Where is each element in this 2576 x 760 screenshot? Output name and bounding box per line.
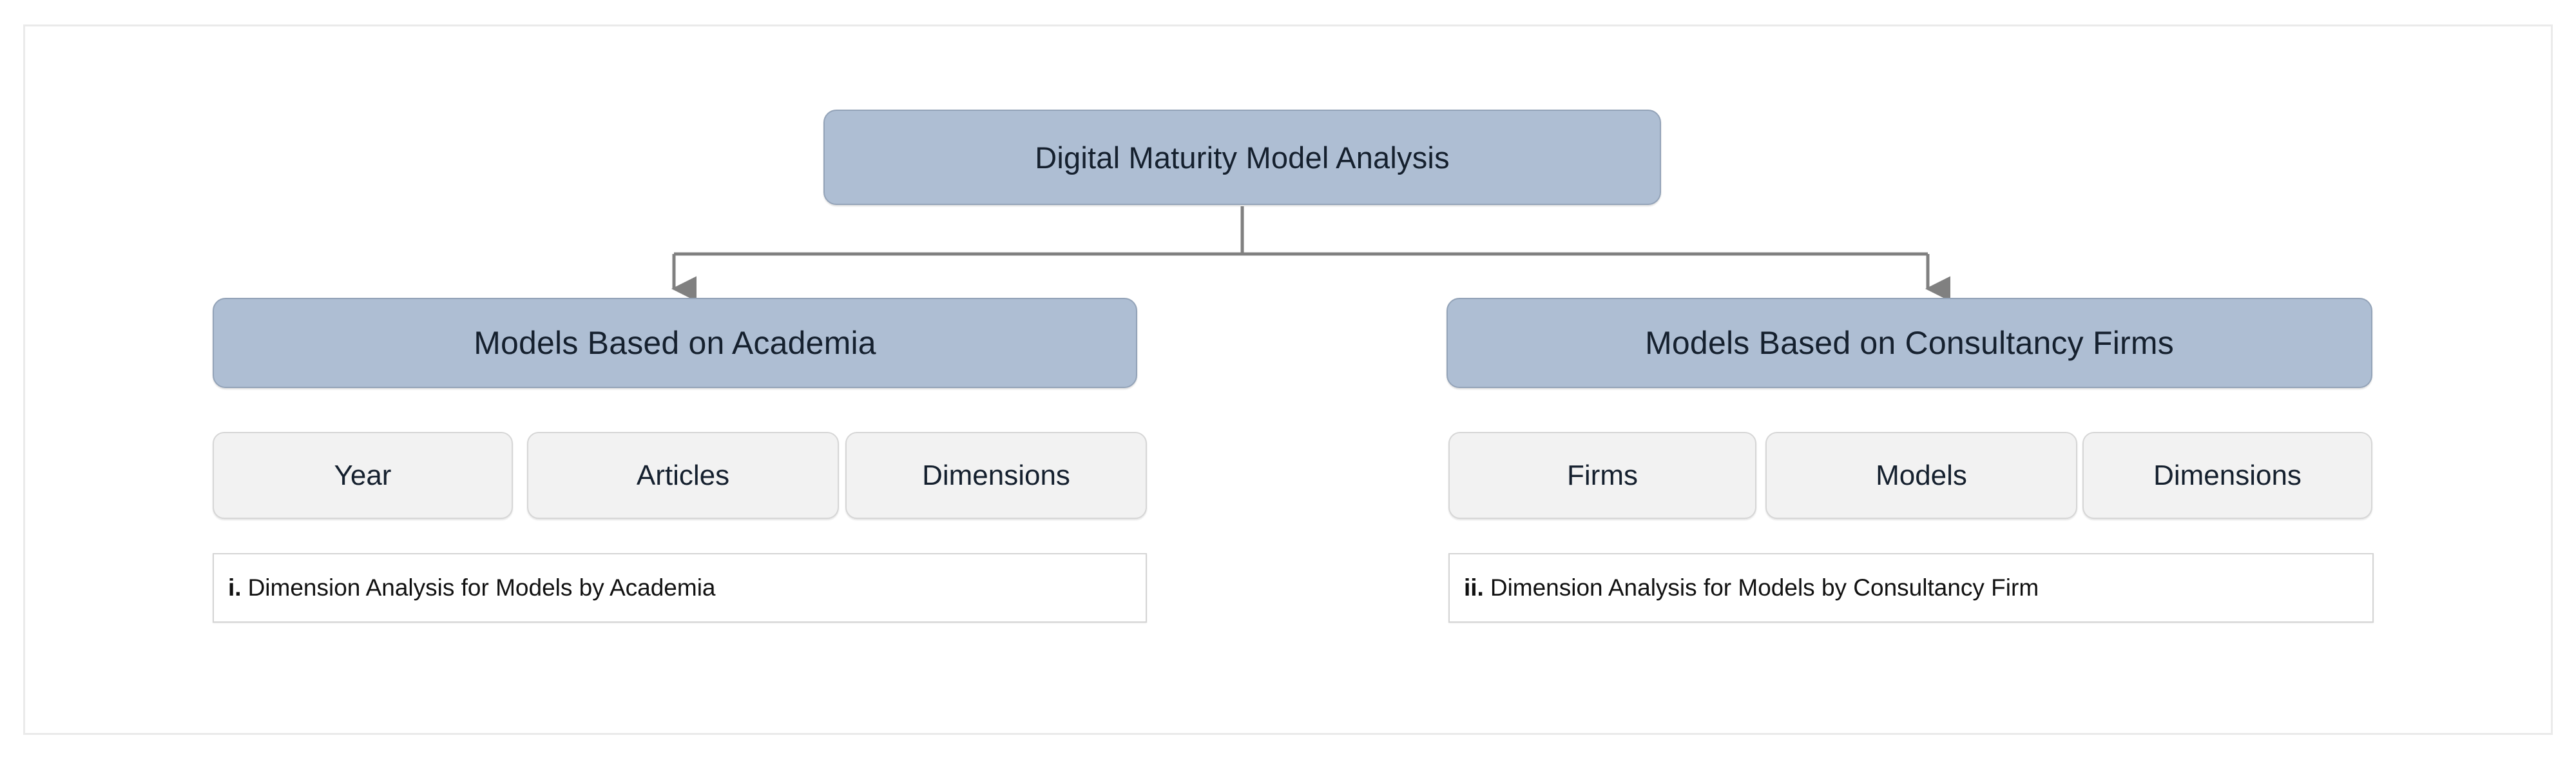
caption-consultancy: ii. Dimension Analysis for Models by Con… (1448, 553, 2374, 623)
caption-consultancy-index: ii. (1464, 574, 1484, 601)
caption-academia-text: Dimension Analysis for Models by Academi… (247, 574, 716, 601)
attribute-box-academia-year[interactable]: Year (213, 432, 513, 519)
attribute-box-consultancy-models[interactable]: Models (1765, 432, 2077, 519)
caption-academia-index: i. (228, 574, 242, 601)
node-root[interactable]: Digital Maturity Model Analysis (823, 110, 1661, 205)
node-models-based-on-consultancy-firms[interactable]: Models Based on Consultancy Firms (1447, 298, 2372, 388)
attribute-box-academia-dimensions[interactable]: Dimensions (845, 432, 1147, 519)
node-models-based-on-academia[interactable]: Models Based on Academia (213, 298, 1137, 388)
caption-academia: i. Dimension Analysis for Models by Acad… (213, 553, 1147, 623)
attribute-box-academia-articles[interactable]: Articles (527, 432, 839, 519)
caption-consultancy-text: Dimension Analysis for Models by Consult… (1490, 574, 2039, 601)
attribute-box-consultancy-firms[interactable]: Firms (1448, 432, 1756, 519)
attribute-box-consultancy-dimensions[interactable]: Dimensions (2082, 432, 2372, 519)
